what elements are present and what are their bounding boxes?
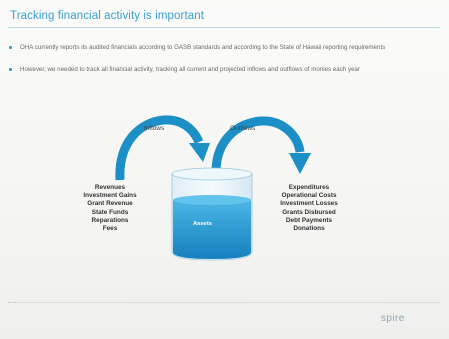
- assets-label: Assets: [193, 221, 213, 227]
- inflow-item: Investment Gains: [83, 192, 137, 200]
- outflow-item: Expenditures: [288, 184, 330, 191]
- inflow-item: Fees: [102, 225, 118, 233]
- inflow-item: Reparations: [91, 216, 129, 224]
- bullet-item: OHA currently reports its audited financ…: [8, 44, 438, 52]
- outflow-item: Donations: [293, 225, 325, 233]
- bullet-marker: [9, 46, 12, 49]
- inflow-item: Grant Revenue: [87, 200, 133, 208]
- outflows-label: Outflows: [230, 125, 256, 132]
- bullet-list: OHA currently reports its audited financ…: [8, 44, 438, 89]
- bullet-item: However, we needed to track all financia…: [8, 66, 438, 74]
- assets-container: [171, 167, 253, 261]
- outflow-item: Grants Disbursed: [282, 208, 336, 216]
- slide-title: Tracking financial activity is important: [10, 10, 205, 22]
- outflow-item: Investment Losses: [280, 200, 338, 208]
- outflows-arrow: [211, 116, 311, 174]
- spire-logo: spire: [381, 313, 405, 324]
- bullet-marker: [9, 68, 12, 72]
- inflow-item: State Funds: [91, 208, 129, 216]
- inflow-items: Revenues Investment Gains Grant Revenue …: [68, 184, 152, 233]
- inflows-arrow: [115, 115, 210, 181]
- bullet-text: However, we needed to track all financia…: [20, 66, 361, 74]
- title-divider: [8, 27, 440, 28]
- bullet-text: OHA currently reports its audited financ…: [20, 44, 386, 51]
- outflow-item: Operational Costs: [281, 192, 337, 200]
- outflow-item: Debt Payments: [285, 216, 333, 224]
- outflow-items: Expenditures Operational Costs Investmen…: [266, 184, 352, 233]
- inflow-item: Revenues: [94, 184, 126, 191]
- inflows-label: Inflows: [144, 125, 165, 132]
- footer-divider: [8, 302, 440, 303]
